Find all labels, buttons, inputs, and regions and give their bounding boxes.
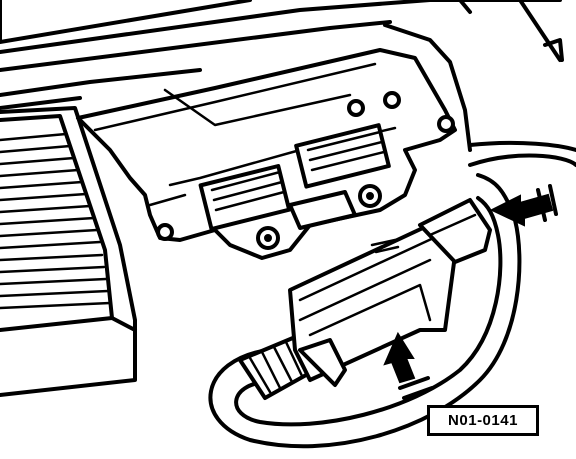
- push-arrow-top: [489, 184, 558, 227]
- plug-strain-relief: [298, 338, 347, 387]
- dashboard-upper-panel: [0, 0, 564, 152]
- push-arrow-bottom: [383, 331, 434, 400]
- figure-code-label: N01-0141: [427, 405, 539, 436]
- mounting-screw: [383, 91, 401, 109]
- left-grille-housing: [0, 106, 137, 397]
- mounting-screw: [347, 99, 365, 117]
- mounting-screw: [437, 115, 455, 133]
- mounting-screw: [156, 223, 174, 241]
- connector-block-right: [294, 123, 391, 189]
- bracket-tab: [288, 190, 357, 230]
- control-module: [76, 48, 457, 260]
- connector-plug: [288, 198, 492, 387]
- connector-block-left: [198, 164, 292, 232]
- right-body-curve: [468, 140, 576, 167]
